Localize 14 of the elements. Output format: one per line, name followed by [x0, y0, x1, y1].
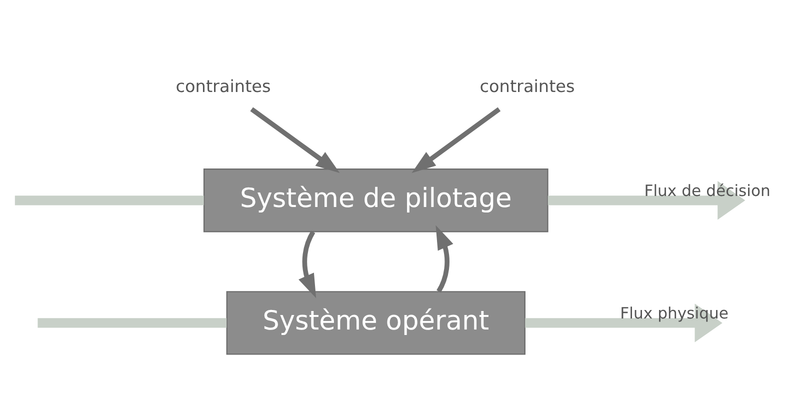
arrow	[250, 106, 340, 172]
arrow	[436, 224, 454, 292]
connector	[38, 318, 227, 328]
arrow	[525, 303, 722, 342]
node-text: contraintes	[176, 75, 271, 96]
arrow	[298, 230, 316, 298]
node-text: contraintes	[480, 75, 575, 96]
node-box: Système opérant	[226, 290, 526, 354]
connector	[14, 195, 204, 205]
arrow	[548, 180, 746, 220]
arrow	[412, 106, 501, 173]
edge-label: Flux physique	[620, 304, 729, 322]
edge-label: Flux de décision	[644, 182, 770, 200]
node-box: Système de pilotage	[203, 168, 548, 232]
